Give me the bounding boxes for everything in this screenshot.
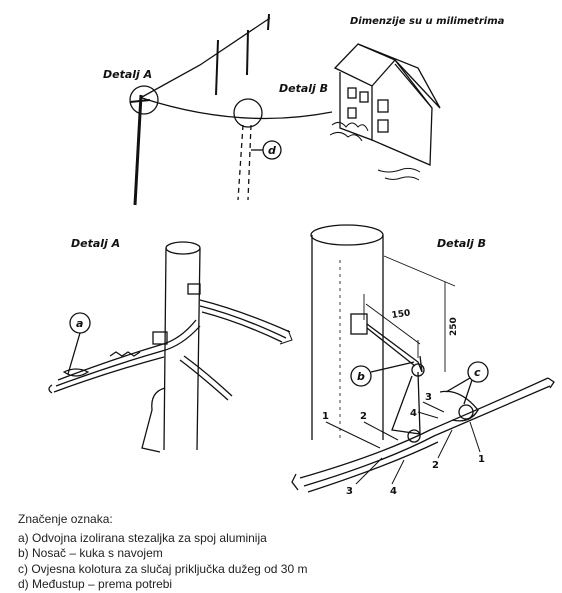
- dim-250-label: 250: [449, 317, 459, 336]
- number-4-left: 4: [390, 486, 397, 497]
- number-2-left: 2: [360, 411, 367, 422]
- detail-a-circle: [129, 85, 159, 115]
- far-pole-1: [215, 39, 219, 96]
- legend-item-a: a) Odvojna izolirana stezaljka za spoj a…: [18, 530, 267, 545]
- detail-b-drawing: Detalj B 150 250: [291, 224, 555, 497]
- far-pole-3: [267, 13, 270, 31]
- far-pole-2: [246, 29, 249, 76]
- upper-cable-bundle: [199, 299, 293, 345]
- number-1-right: 1: [478, 454, 485, 465]
- dim-250: [383, 255, 456, 372]
- legend-item-d: d) Međustup – prema potrebi: [18, 577, 173, 591]
- number-1-left: 1: [322, 411, 329, 422]
- dimensions-note: Dimenzije su u milimetrima: [350, 16, 505, 27]
- marker-c: c: [474, 366, 481, 379]
- marker-d-circle: [262, 140, 282, 160]
- legend: Značenje oznaka: a) Odvojna izolirana st…: [18, 512, 548, 593]
- marker-b-circle: [350, 365, 372, 387]
- detail-a-pole: [163, 241, 201, 451]
- numbered-leaders: [325, 401, 481, 485]
- service-drop-line: [141, 97, 333, 120]
- hanging-wire: [141, 387, 166, 453]
- main-pole: [129, 94, 151, 206]
- detail-b-heading: Detalj B: [437, 237, 486, 250]
- lower-cable-bundle: [179, 355, 233, 401]
- dim-150: [363, 294, 421, 358]
- overhead-line: [141, 17, 271, 98]
- connector-clamp: [62, 351, 141, 377]
- bracket-hook: [350, 313, 425, 377]
- number-4-mid: 4: [410, 408, 417, 419]
- marker-b: b: [357, 370, 365, 383]
- number-3-mid: 3: [425, 392, 432, 403]
- service-cable-bundle: [48, 319, 201, 394]
- marker-d: d: [268, 144, 276, 157]
- middle-clamp: [152, 331, 168, 345]
- dim-150-label: 150: [391, 308, 411, 321]
- house: [329, 43, 441, 181]
- detail-a-heading: Detalj A: [71, 237, 120, 250]
- legend-item-c: c) Ovjesna kolotura za slučaj priključka…: [18, 561, 308, 576]
- intermediate-pole: [237, 124, 252, 201]
- detail-b-label-top: Detalj B: [279, 82, 328, 95]
- legend-item-b: b) Nosač – kuka s navojem: [18, 546, 163, 560]
- number-2-right: 2: [432, 460, 439, 471]
- marker-c-circle: [467, 361, 489, 383]
- overview-scene: Dimenzije su u milimetrima Detalj A Deta…: [103, 13, 505, 206]
- detail-b-cable-bundle: [291, 377, 555, 493]
- upper-clamp: [187, 283, 201, 295]
- legend-heading: Značenje oznaka:: [18, 512, 113, 526]
- detail-b-circle: [233, 98, 263, 128]
- marker-a: a: [76, 317, 83, 330]
- suspension-pulley: [391, 371, 479, 443]
- detail-a-drawing: Detalj A: [48, 237, 293, 453]
- number-3-left: 3: [346, 486, 353, 497]
- detail-a-label-top: Detalj A: [103, 68, 152, 81]
- detail-b-column: [310, 224, 384, 440]
